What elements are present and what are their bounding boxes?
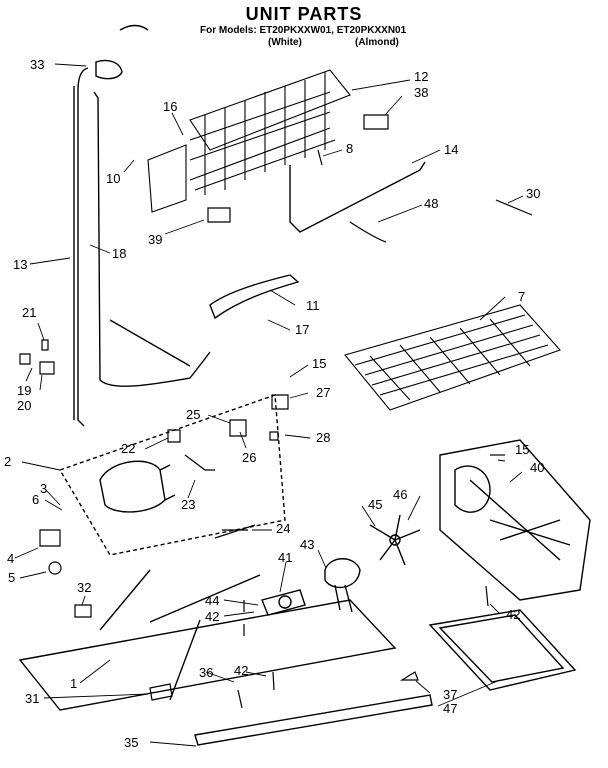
callout-45: 45 bbox=[368, 497, 383, 512]
callout-24: 24 bbox=[276, 521, 291, 536]
callout-18: 18 bbox=[112, 246, 127, 261]
callout-3: 3 bbox=[40, 481, 48, 496]
callout-42b: 42 bbox=[506, 607, 521, 622]
callout-5: 5 bbox=[8, 570, 16, 585]
callout-1: 1 bbox=[70, 676, 78, 691]
motor-bracket bbox=[262, 590, 305, 615]
callout-6: 6 bbox=[32, 492, 40, 507]
callout-42c: 42 bbox=[234, 663, 249, 678]
fan-motor bbox=[325, 559, 360, 612]
callout-15b: 15 bbox=[515, 442, 530, 457]
callout-32: 32 bbox=[77, 580, 92, 595]
callout-19: 19 bbox=[17, 383, 32, 398]
callout-11: 11 bbox=[306, 298, 320, 313]
callout-17: 17 bbox=[295, 322, 310, 337]
callout-21: 21 bbox=[22, 305, 37, 320]
callout-31: 31 bbox=[25, 691, 40, 706]
callout-39: 39 bbox=[148, 232, 163, 247]
diagram-title: UNIT PARTS bbox=[245, 4, 363, 24]
callout-23: 23 bbox=[181, 497, 196, 512]
callout-47: 47 bbox=[443, 701, 458, 716]
callout-37: 37 bbox=[443, 687, 458, 702]
condenser-fan-bracket bbox=[440, 440, 590, 600]
callout-10: 10 bbox=[106, 171, 121, 186]
callout-28: 28 bbox=[316, 430, 331, 445]
color-almond: (Almond) bbox=[355, 37, 399, 48]
callout-22: 22 bbox=[121, 441, 136, 456]
callout-46: 46 bbox=[393, 487, 408, 502]
drain-pan bbox=[430, 610, 575, 690]
callout-38: 38 bbox=[414, 85, 429, 100]
callout-26: 26 bbox=[242, 450, 257, 465]
callout-14: 14 bbox=[444, 142, 459, 157]
callout-8: 8 bbox=[346, 141, 354, 156]
callout-25: 25 bbox=[186, 407, 201, 422]
callout-4: 4 bbox=[7, 551, 15, 566]
callout-15a: 15 bbox=[312, 356, 327, 371]
callout-13: 13 bbox=[13, 257, 28, 272]
callout-36: 36 bbox=[199, 665, 214, 680]
callout-43: 43 bbox=[300, 537, 315, 552]
fan-blade bbox=[370, 515, 420, 565]
leader-lines bbox=[15, 64, 523, 746]
callout-48: 48 bbox=[424, 196, 439, 211]
condenser-coil bbox=[148, 70, 350, 212]
callout-30: 30 bbox=[526, 186, 541, 201]
tubing-assembly bbox=[74, 26, 210, 427]
callout-7: 7 bbox=[518, 289, 526, 304]
callout-35: 35 bbox=[124, 735, 139, 750]
callout-27: 27 bbox=[316, 385, 331, 400]
callout-20: 20 bbox=[17, 398, 32, 413]
compressor-frame bbox=[60, 395, 285, 555]
callout-33: 33 bbox=[30, 57, 45, 72]
callout-41: 41 bbox=[278, 550, 293, 565]
small-parts bbox=[20, 115, 532, 708]
heater-tube bbox=[290, 162, 425, 232]
drain-trough bbox=[210, 275, 298, 318]
base-frame bbox=[20, 570, 432, 745]
callout-12: 12 bbox=[414, 69, 429, 84]
callout-40: 40 bbox=[530, 460, 545, 475]
color-white: (White) bbox=[268, 37, 302, 48]
evaporator-coil bbox=[345, 305, 560, 410]
models-line: For Models: ET20PKXXW01, ET20PKXXN01 bbox=[200, 25, 407, 36]
callout-2: 2 bbox=[4, 454, 12, 469]
callout-44: 44 bbox=[205, 593, 220, 608]
callout-42a: 42 bbox=[205, 609, 220, 624]
callout-16: 16 bbox=[163, 99, 178, 114]
